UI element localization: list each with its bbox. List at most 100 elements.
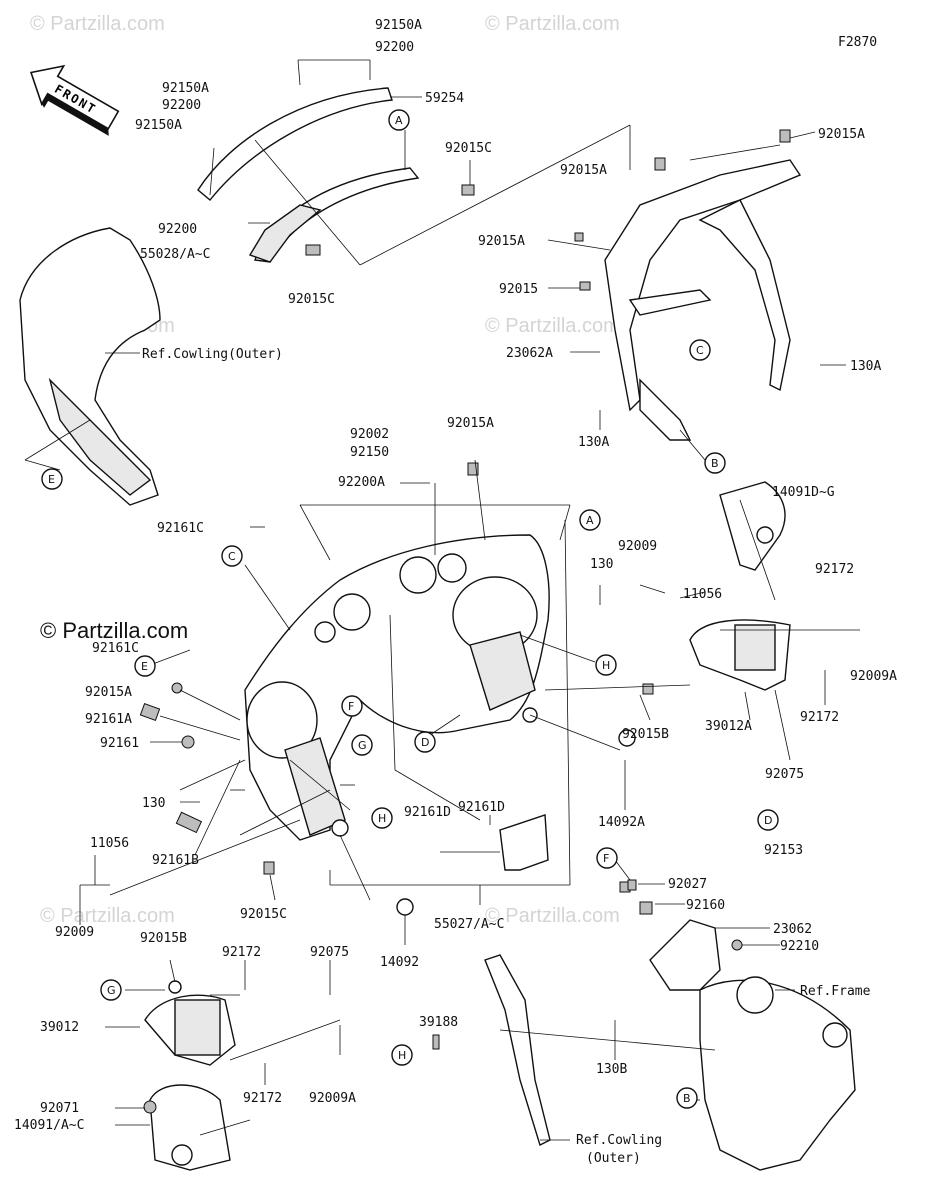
part-label: 92015A [478, 234, 525, 249]
part-label: 92015B [622, 727, 669, 742]
small-parts [139, 462, 743, 1114]
callout-a: A [388, 109, 410, 131]
part-label: 92200 [375, 40, 414, 55]
part-label: 92015C [288, 292, 335, 307]
part-label: 92172 [222, 945, 261, 960]
front-arrow: FRONT [29, 64, 120, 136]
part-label: 92161C [157, 521, 204, 536]
callout-g: G [100, 979, 122, 1001]
part-label: 92200A [338, 475, 385, 490]
part-label: 92161B [152, 853, 199, 868]
callout-e: E [134, 655, 156, 677]
part-label: 92172 [800, 710, 839, 725]
part-label: 92009 [618, 539, 657, 554]
callout-c: C [221, 545, 243, 567]
callouts: A A B B C C D D E E F F G G H H H [41, 109, 779, 1109]
watermark: © Partzilla.com [485, 13, 620, 35]
svg-text:C: C [696, 344, 704, 357]
part-label: 92015C [240, 907, 287, 922]
part-label: 23062 [773, 922, 812, 937]
part-label: 92150A [135, 118, 182, 133]
svg-text:G: G [107, 984, 116, 997]
callout-f: F [341, 695, 363, 717]
callout-a: A [579, 509, 601, 531]
part-label: 130 [142, 796, 165, 811]
callout-h: H [391, 1044, 413, 1066]
svg-text:B: B [683, 1092, 691, 1105]
part-label: 92161A [85, 712, 132, 727]
callout-b: B [704, 452, 726, 474]
part-label: 92200 [158, 222, 197, 237]
part-label: 14092 [380, 955, 419, 970]
callout-b: B [676, 1087, 698, 1109]
part-label: Ref.Frame [800, 984, 871, 999]
part-label: 92075 [765, 767, 804, 782]
part-label: 14091/A~C [14, 1118, 84, 1133]
part-labels: 92150A 92200 59254 92150A 92200 92150A 9… [14, 18, 897, 1166]
svg-text:H: H [378, 812, 386, 825]
part-label: 130A [850, 359, 881, 374]
part-label: 23062A [506, 346, 553, 361]
svg-text:H: H [398, 1049, 406, 1062]
leader-lines [24, 59, 860, 1141]
part-label: 92071 [40, 1101, 79, 1116]
part-label: 92200 [162, 98, 201, 113]
svg-text:A: A [395, 114, 403, 127]
svg-text:H: H [602, 659, 610, 672]
svg-text:D: D [764, 814, 772, 827]
part-label: 39012A [705, 719, 752, 734]
bracket-39012 [144, 994, 236, 1066]
garnish-59254 [197, 87, 475, 263]
svg-text:B: B [711, 457, 719, 470]
part-label: 92172 [243, 1091, 282, 1106]
part-label: 92172 [815, 562, 854, 577]
part-label: Ref.Cowling(Outer) [142, 347, 283, 362]
outer-cowling-strip [484, 954, 551, 1146]
part-label: 92161D [404, 805, 451, 820]
part-label: 92075 [310, 945, 349, 960]
panel-55027 [499, 814, 549, 871]
svg-text:D: D [421, 736, 429, 749]
callout-h: H [595, 654, 617, 676]
part-label: 92015C [445, 141, 492, 156]
part-label: 11056 [683, 587, 722, 602]
part-label: 92015B [140, 931, 187, 946]
part-label: 11056 [90, 836, 129, 851]
part-label: 92153 [764, 843, 803, 858]
part-label: 130 [590, 557, 613, 572]
part-label: 130A [578, 435, 609, 450]
bracket-23062a [574, 129, 802, 441]
part-label: 92161 [100, 736, 139, 751]
callout-e: E [41, 468, 63, 490]
ref-cowling-bottom-2: (Outer) [586, 1151, 641, 1166]
figure-code: F2870 [838, 35, 877, 50]
ref-cowling-bottom: Ref.Cowling [576, 1133, 662, 1148]
callout-f: F [596, 847, 618, 869]
part-label: 92015A [447, 416, 494, 431]
part-label: 92002 [350, 427, 389, 442]
part-label: 39188 [419, 1015, 458, 1030]
callout-d: D [757, 809, 779, 831]
svg-text:C: C [228, 550, 236, 563]
callout-c: C [689, 339, 711, 361]
part-label: 92160 [686, 898, 725, 913]
part-label: 55028/A~C [140, 247, 210, 262]
cover-14091 [149, 1084, 231, 1171]
watermark: © Partzilla.com [485, 315, 620, 337]
callout-h: H [371, 807, 393, 829]
svg-text:A: A [586, 514, 594, 527]
inner-cowling [244, 534, 550, 841]
callout-d: D [414, 731, 436, 753]
svg-text:E: E [48, 473, 55, 486]
part-label: 92015A [560, 163, 607, 178]
watermark: © Partzilla.com [40, 905, 175, 927]
frame-right [619, 881, 856, 1171]
part-label: 92210 [780, 939, 819, 954]
part-label: 92015A [818, 127, 865, 142]
cover-14091d [719, 481, 786, 571]
callout-g: G [351, 734, 373, 756]
part-label: 92150A [375, 18, 422, 33]
svg-text:F: F [603, 852, 609, 865]
watermark: © Partzilla.com [30, 13, 165, 35]
part-label: 92027 [668, 877, 707, 892]
